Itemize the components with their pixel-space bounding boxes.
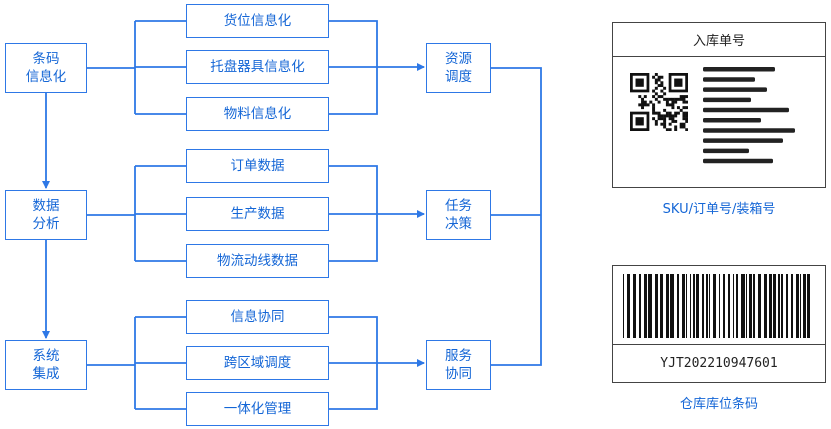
location-barcode-number: YJT202210947601 [613, 344, 825, 382]
location-barcode-card: YJT202210947601 [612, 265, 826, 383]
inbound-label-title: 入库单号 [613, 23, 825, 57]
inbound-label-card: 入库单号 [612, 22, 826, 188]
qr-code-icon [630, 73, 688, 131]
middle-item-order-data: 订单数据 [186, 149, 329, 183]
task-decision-label: 任务 决策 [445, 198, 472, 232]
middle-item-logistics-data: 物流动线数据 [186, 244, 329, 278]
middle-item-label: 信息协同 [230, 309, 285, 325]
middle-item-location-info: 货位信息化 [186, 4, 329, 38]
middle-item-label: 跨区域调度 [223, 355, 292, 371]
system-integration-box: 系统 集成 [5, 340, 87, 390]
location-barcode-caption: 仓库库位条码 [679, 397, 758, 412]
service-collaboration-box: 服务 协同 [426, 340, 491, 390]
middle-item-label: 货位信息化 [223, 13, 292, 29]
data-analysis-box: 数据 分析 [5, 190, 87, 240]
barcode-icon [623, 274, 810, 338]
middle-item-label: 物料信息化 [223, 106, 292, 122]
middle-item-label: 托盘器具信息化 [210, 59, 305, 75]
middle-item-label: 订单数据 [230, 158, 285, 174]
middle-item-label: 一体化管理 [223, 401, 292, 417]
middle-item-pallet-info: 托盘器具信息化 [186, 50, 329, 84]
connector-line [491, 67, 542, 366]
middle-item-cross-region: 跨区域调度 [186, 346, 329, 380]
system-integration-label: 系统 集成 [32, 348, 60, 382]
resource-scheduling-label: 资源 调度 [445, 51, 472, 85]
middle-item-label: 生产数据 [230, 206, 285, 222]
data-analysis-label: 数据 分析 [32, 198, 60, 232]
middle-item-material-info: 物料信息化 [186, 97, 329, 131]
middle-item-label: 物流动线数据 [217, 253, 298, 269]
task-decision-box: 任务 决策 [426, 190, 491, 240]
text-lines-graphic [703, 67, 795, 164]
service-collaboration-label: 服务 协同 [445, 348, 472, 382]
middle-item-integrated-mgmt: 一体化管理 [186, 392, 329, 426]
resource-scheduling-box: 资源 调度 [426, 43, 491, 93]
barcode-info-label: 条码 信息化 [25, 51, 67, 85]
middle-item-info-collab: 信息协同 [186, 300, 329, 334]
middle-item-production-data: 生产数据 [186, 197, 329, 231]
inbound-label-caption: SKU/订单号/装箱号 [662, 202, 776, 217]
barcode-info-box: 条码 信息化 [5, 43, 87, 93]
